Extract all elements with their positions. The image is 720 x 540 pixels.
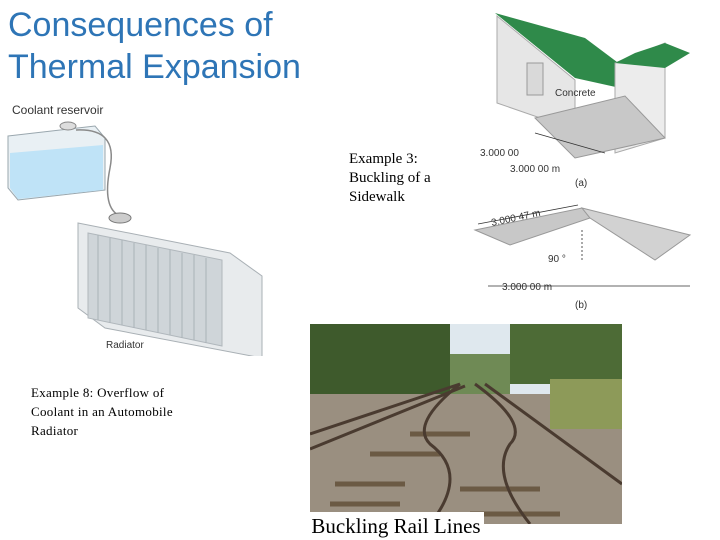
- radiator-caption: Example 8: Overflow of Coolant in an Aut…: [31, 385, 173, 438]
- radiator-label: Radiator: [106, 340, 144, 351]
- coolant-reservoir-label: Coolant reservoir: [12, 103, 103, 117]
- concrete-label: Concrete: [555, 88, 596, 99]
- house-sidewalk-illustration: Concrete 3.000 00 3.000 00 m (a): [480, 13, 690, 189]
- left-track-rail: [310, 382, 461, 436]
- rail-caption: Buckling Rail Lines: [308, 512, 484, 540]
- measure-lower: 3.000 00 m: [510, 164, 560, 175]
- slide-title: Consequences of Thermal Expansion: [8, 6, 301, 86]
- angle-label: 90 °: [548, 254, 566, 265]
- buckled-rail-photo: [310, 324, 622, 524]
- part-a-label: (a): [575, 178, 587, 189]
- sidewalk-caption: Example 3: Buckling of a Sidewalk: [349, 151, 431, 205]
- overflow-hose: [75, 129, 121, 217]
- buckled-slab-diagram: 3.000 47 m 90 ° 3.000 00 m (b): [473, 204, 692, 311]
- measure-upper: 3.000 00: [480, 148, 519, 159]
- reservoir-cap: [59, 121, 77, 131]
- measure-base: 3.000 00 m: [502, 282, 552, 293]
- part-b-label: (b): [575, 300, 587, 311]
- coolant-liquid: [10, 145, 103, 199]
- buckled-rail: [422, 382, 461, 524]
- radiator-cap: [108, 212, 132, 224]
- radiator-illustration: Coolant reservoir Radiator: [7, 103, 263, 356]
